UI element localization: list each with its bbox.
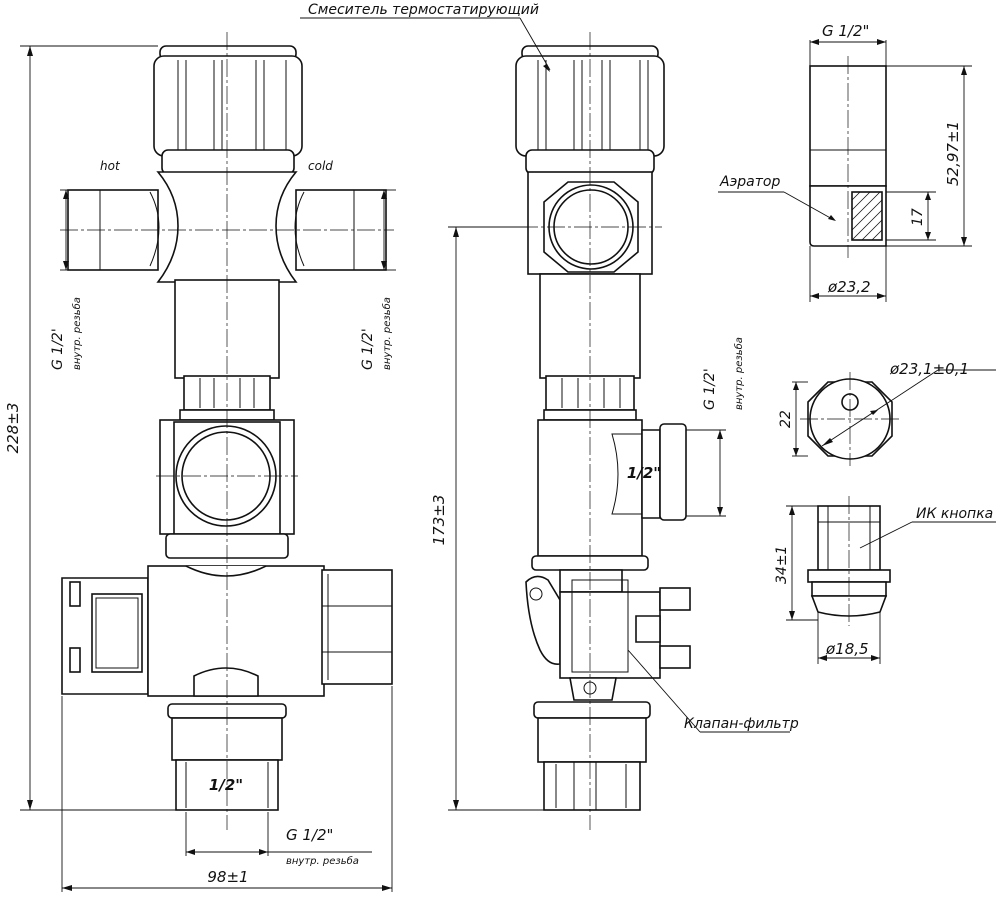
front-view	[60, 32, 394, 830]
side-dimensions: 173±3 G 1/2' внутр. резьба Смеситель тер…	[300, 2, 799, 811]
button-label: ИК кнопка	[916, 506, 993, 522]
side-outlet	[533, 701, 651, 811]
nut-height-label: 22	[778, 410, 794, 428]
hot-label: hot	[100, 159, 121, 173]
thread-right-note: внутр. резьба	[381, 297, 393, 370]
valve-block	[61, 565, 393, 697]
side-thread-label: G 1/2'	[702, 368, 718, 410]
front-dimensions: 228±3 G 1/2' внутр. резьба G 1/2' внутр.…	[4, 45, 396, 892]
side-thread-note: внутр. резьба	[733, 337, 745, 410]
port-bottom-left-label: 1/2"	[209, 776, 243, 794]
aerator-detail: G 1/2" 52,97±1 17 ø23,2 Аэратор	[718, 22, 972, 302]
aerator-insert-label: 17	[910, 208, 926, 226]
aerator-hatch	[851, 191, 883, 241]
valve-filter-label: Клапан-фильтр	[684, 716, 799, 732]
aerator-thread-label: G 1/2"	[822, 22, 869, 40]
aerator-label: Аэратор	[719, 174, 780, 190]
side-view: 1/2"	[515, 32, 691, 830]
title-label: Смеситель термостатирующий	[308, 2, 539, 18]
button-diam-label: ø18,5	[825, 640, 869, 658]
side-tee: 1/2"	[531, 419, 687, 571]
aerator-height-label: 52,97±1	[944, 121, 962, 186]
aerator-diam-label: ø23,2	[827, 278, 871, 296]
thread-left-note: внутр. резьба	[71, 297, 83, 370]
thermostat-knob	[153, 45, 303, 175]
side-port-label: 1/2"	[627, 464, 661, 482]
nut-diam-label: ø23,1±0,1	[889, 360, 969, 378]
button-height-label: 34±1	[774, 546, 790, 584]
dim-width: 98±1	[207, 868, 248, 886]
ir-button-detail: 34±1 ø18,5 ИК кнопка	[774, 496, 996, 664]
thread-bottom-label: G 1/2"	[286, 826, 333, 844]
thread-left-label: G 1/2'	[50, 328, 66, 370]
side-valve	[525, 569, 691, 701]
dim-total-height: 228±3	[4, 403, 22, 454]
cold-label: cold	[308, 159, 333, 173]
thread-right-label: G 1/2'	[360, 328, 376, 370]
thread-bottom-note: внутр. резьба	[286, 855, 359, 867]
nut-detail: ø23,1±0,1 22	[778, 360, 996, 466]
dim-side-height: 173±3	[430, 495, 448, 546]
